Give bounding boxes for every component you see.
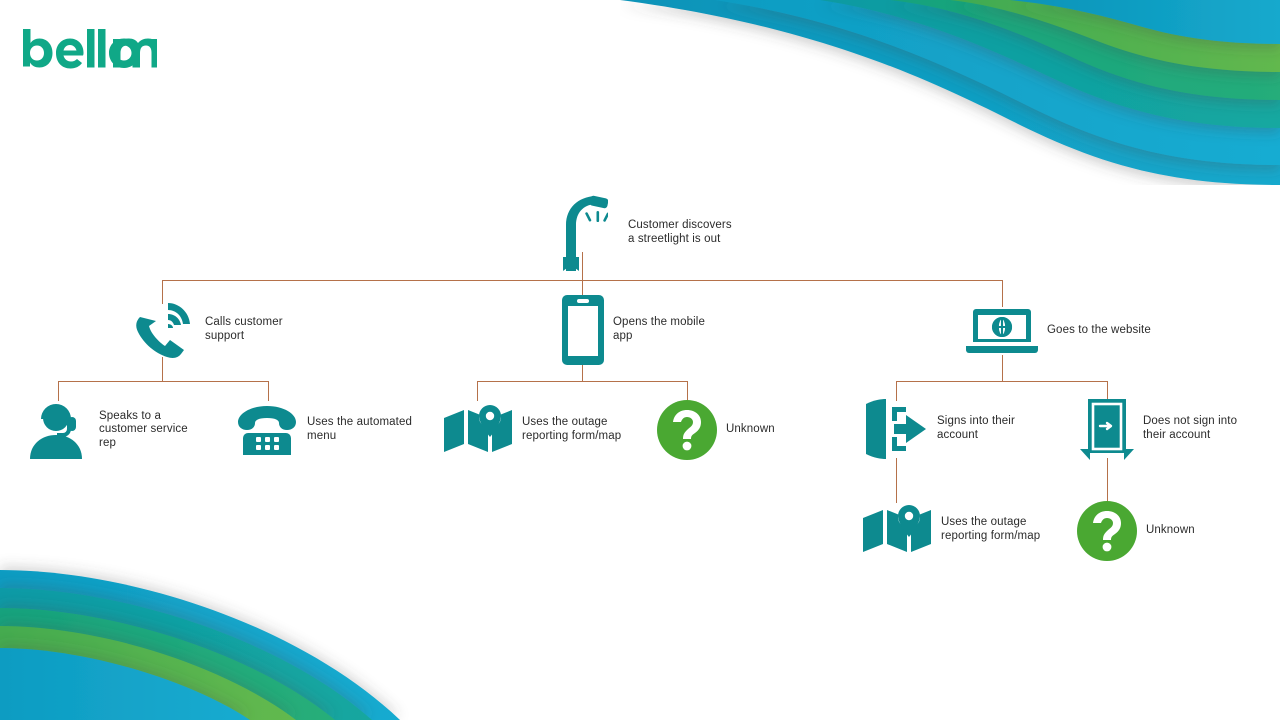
connector-bus-web bbox=[896, 381, 1107, 383]
node-label: Opens the mobile app bbox=[613, 316, 705, 342]
bellomy-logo bbox=[22, 28, 157, 70]
decorative-wave-bottom-left bbox=[0, 530, 520, 720]
node-label: Uses the outage reporting form/map bbox=[941, 516, 1041, 542]
node-web-unknown[interactable]: Unknown bbox=[1077, 501, 1277, 561]
connector-stem-web bbox=[1002, 355, 1004, 381]
headset-person-icon bbox=[28, 401, 90, 459]
node-label: Calls customer support bbox=[205, 316, 283, 342]
node-label: Customer discovers a streetlight is out bbox=[628, 219, 732, 245]
laptop-globe-icon bbox=[966, 307, 1038, 355]
node-app-outage-form[interactable]: Uses the outage reporting form/map bbox=[443, 404, 673, 456]
node-label: Does not sign into their account bbox=[1143, 415, 1238, 441]
streetlight-icon bbox=[552, 195, 608, 271]
decorative-wave-top-right bbox=[620, 0, 1280, 185]
node-label: Speaks to a customer service rep bbox=[99, 409, 188, 449]
node-label: Signs into their account bbox=[937, 415, 1015, 441]
node-label: Uses the automated menu bbox=[307, 416, 412, 442]
question-mark-icon bbox=[1077, 501, 1137, 561]
node-label: Uses the outage reporting form/map bbox=[522, 416, 622, 442]
question-mark-icon bbox=[657, 400, 717, 460]
connector-drop-app-form bbox=[477, 381, 479, 401]
phone-ringing-icon bbox=[132, 301, 196, 359]
node-does-not-sign-in[interactable]: Does not sign into their account bbox=[1080, 398, 1280, 460]
map-pin-icon bbox=[862, 504, 932, 556]
connector-level2-bus bbox=[162, 280, 1003, 282]
node-web-outage-form[interactable]: Uses the outage reporting form/map bbox=[862, 504, 1092, 556]
node-label: Unknown bbox=[726, 423, 775, 436]
node-opens-mobile-app[interactable]: Opens the mobile app bbox=[562, 292, 842, 368]
connector-bus-calls bbox=[58, 381, 269, 383]
connector-drop-menu bbox=[268, 381, 270, 401]
connector-drop-app-unknown bbox=[687, 381, 689, 401]
connector-drop-web-unknown bbox=[1107, 458, 1109, 503]
smartphone-icon bbox=[562, 295, 604, 365]
desk-phone-icon bbox=[236, 403, 298, 457]
connector-stem-calls bbox=[162, 357, 164, 382]
node-goes-to-website[interactable]: Goes to the website bbox=[966, 306, 1256, 356]
node-uses-automated-menu[interactable]: Uses the automated menu bbox=[236, 402, 456, 458]
connector-drop-web-form bbox=[896, 458, 898, 503]
connector-drop-web bbox=[1002, 280, 1004, 307]
node-calls-customer-support[interactable]: Calls customer support bbox=[132, 300, 412, 360]
node-speaks-to-csr[interactable]: Speaks to a customer service rep bbox=[28, 400, 238, 460]
door-icon bbox=[1080, 398, 1134, 460]
node-streetlight-out[interactable]: Customer discovers a streetlight is out bbox=[552, 192, 792, 274]
node-app-unknown[interactable]: Unknown bbox=[657, 400, 857, 460]
connector-bus-app bbox=[477, 381, 688, 383]
node-label: Unknown bbox=[1146, 524, 1195, 537]
sign-in-icon bbox=[864, 398, 928, 460]
node-label: Goes to the website bbox=[1047, 324, 1151, 337]
connector-drop-csr bbox=[58, 381, 60, 401]
node-signs-into-account[interactable]: Signs into their account bbox=[864, 398, 1094, 460]
map-pin-icon bbox=[443, 404, 513, 456]
